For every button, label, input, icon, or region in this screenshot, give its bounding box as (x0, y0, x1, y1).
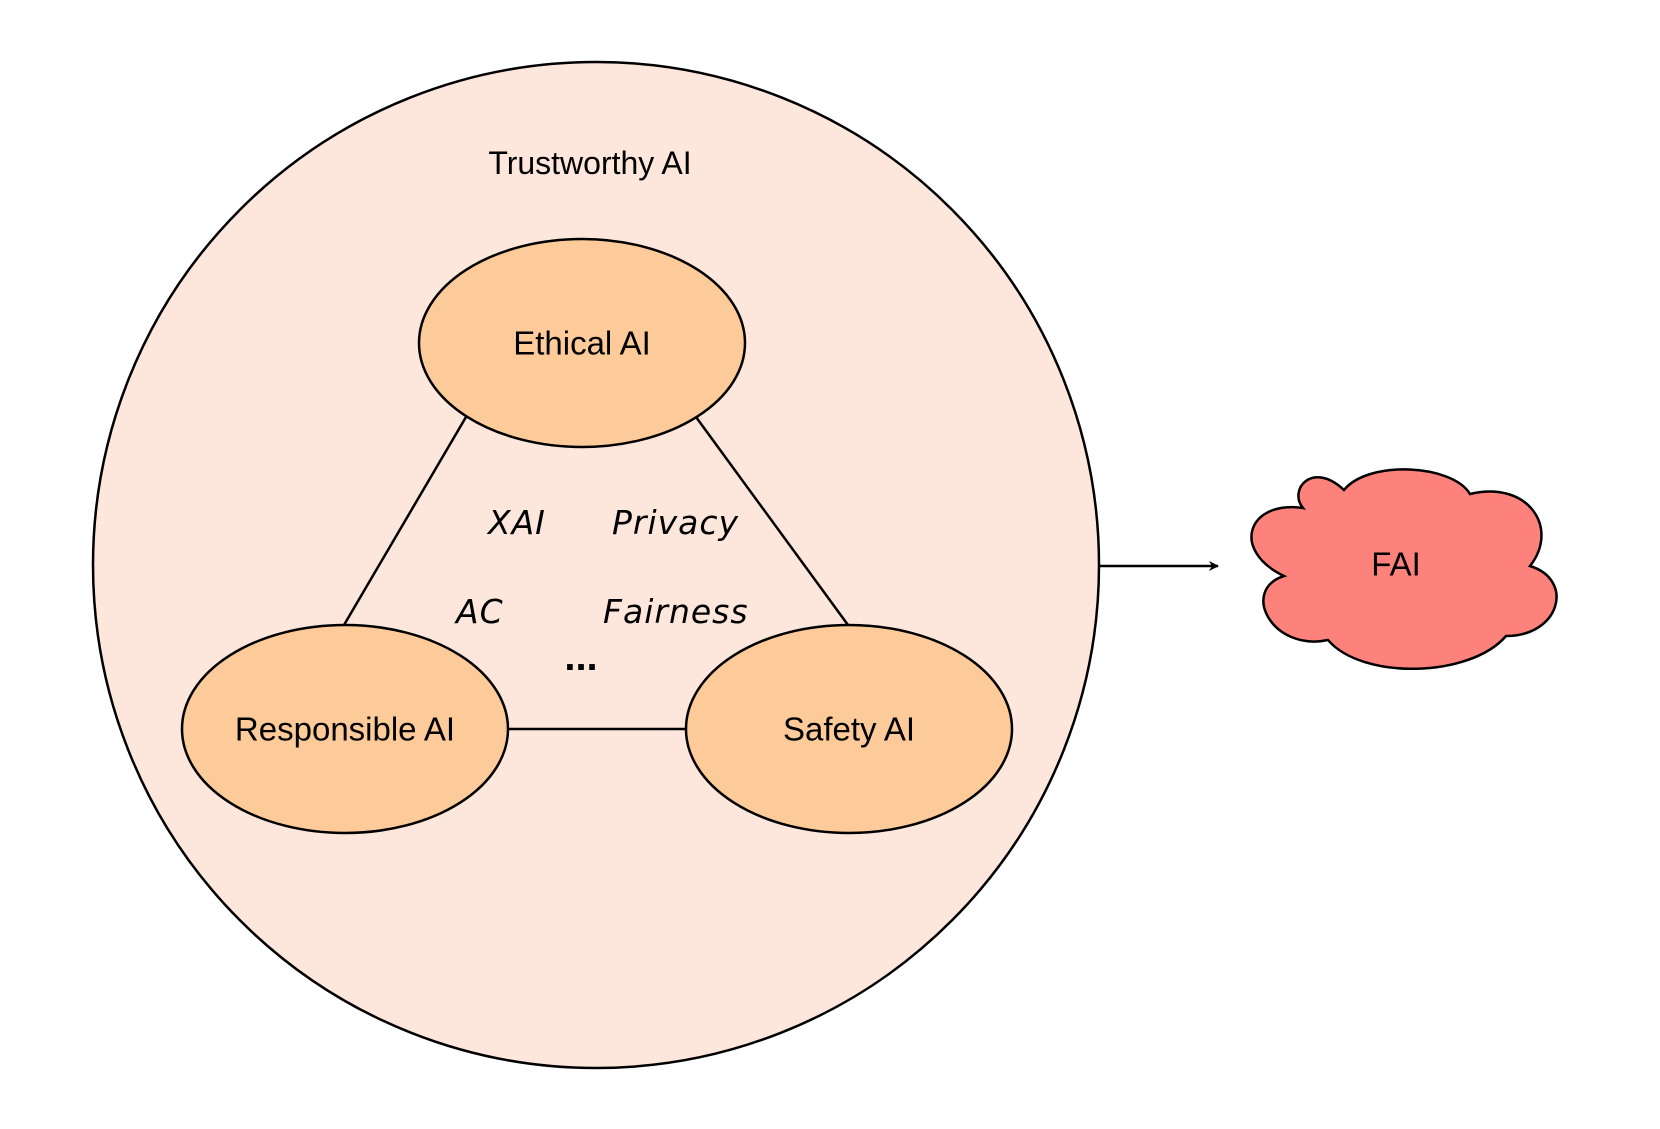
responsible-ai-label: Responsible AI (235, 711, 455, 748)
concept-ac: AC (454, 592, 504, 631)
safety-ai-label: Safety AI (783, 711, 915, 748)
concept-fairness: Fairness (603, 592, 749, 631)
concept-more: ... (564, 635, 597, 679)
concept-xai: XAI (486, 503, 546, 542)
fai-cloud (1250, 468, 1558, 671)
ethical-ai-node (417, 237, 747, 449)
trustworthy-ai-label: Trustworthy AI (488, 145, 691, 181)
ethical-safety-link (694, 416, 850, 626)
fai-label: FAI (1371, 546, 1421, 583)
safety-ai-node (684, 623, 1014, 835)
trustworthy-ai-circle (91, 60, 1101, 1070)
ethical-ai-label: Ethical AI (513, 325, 651, 362)
concept-privacy: Privacy (612, 503, 739, 542)
responsible-ai-node (180, 623, 510, 835)
ethical-responsible-link (342, 416, 468, 626)
